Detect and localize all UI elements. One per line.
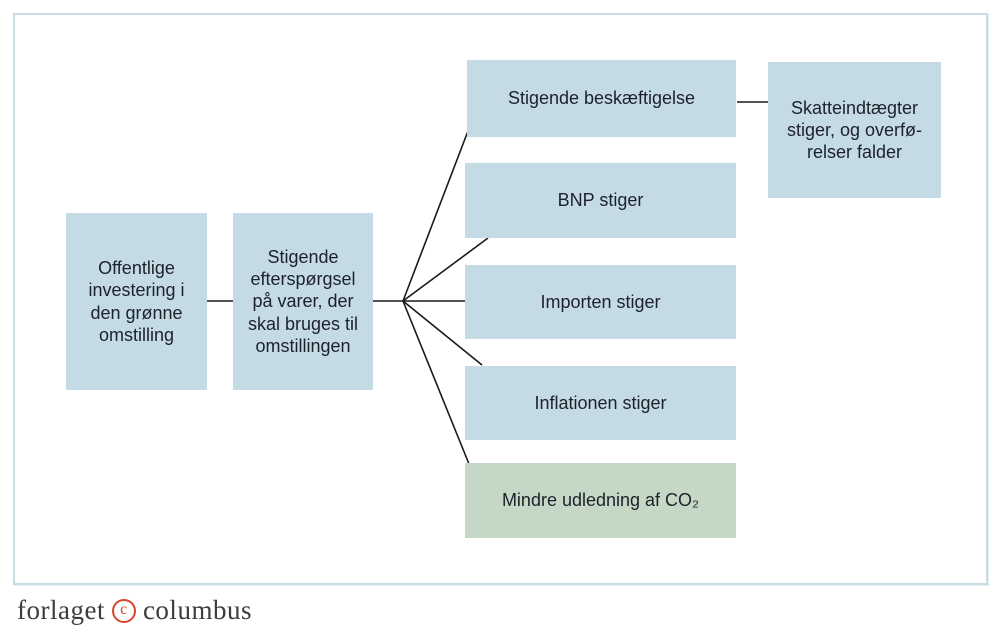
node-stigende-efterspoergsel: Stigende efterspørgsel på varer, der ska… — [233, 213, 373, 390]
node-mindre-udledning-co2: Mindre udledning af CO₂ — [465, 463, 736, 538]
node-importen-stiger: Importen stiger — [465, 265, 736, 339]
node-label: Stigende beskæftigelse — [507, 88, 696, 109]
node-label: Skatteindtægter stiger, og overfø- relse… — [786, 97, 923, 163]
node-label: BNP stiger — [557, 190, 644, 211]
node-label: Offentlige investering i den grønne omst… — [88, 258, 185, 345]
node-inflationen-stiger: Inflationen stiger — [465, 366, 736, 440]
node-stigende-beskaeftigelse: Stigende beskæftigelse — [467, 60, 736, 137]
publisher-logo-text-left: forlaget — [17, 595, 105, 625]
node-bnp-stiger: BNP stiger — [465, 163, 736, 238]
copyright-icon: c — [111, 598, 136, 623]
node-skatteindtaegter: Skatteindtægter stiger, og overfø- relse… — [768, 62, 941, 198]
node-label: Mindre udledning af CO₂ — [501, 490, 700, 511]
node-label: Inflationen stiger — [534, 392, 667, 413]
node-label: Stigende efterspørgsel på varer, der ska… — [247, 247, 359, 356]
node-label: Importen stiger — [540, 291, 661, 312]
publisher-logo-text-right: columbus — [142, 595, 252, 625]
publisher-logo: forlaget c columbus — [17, 595, 252, 626]
node-offentlige-investering: Offentlige investering i den grønne omst… — [66, 213, 207, 390]
